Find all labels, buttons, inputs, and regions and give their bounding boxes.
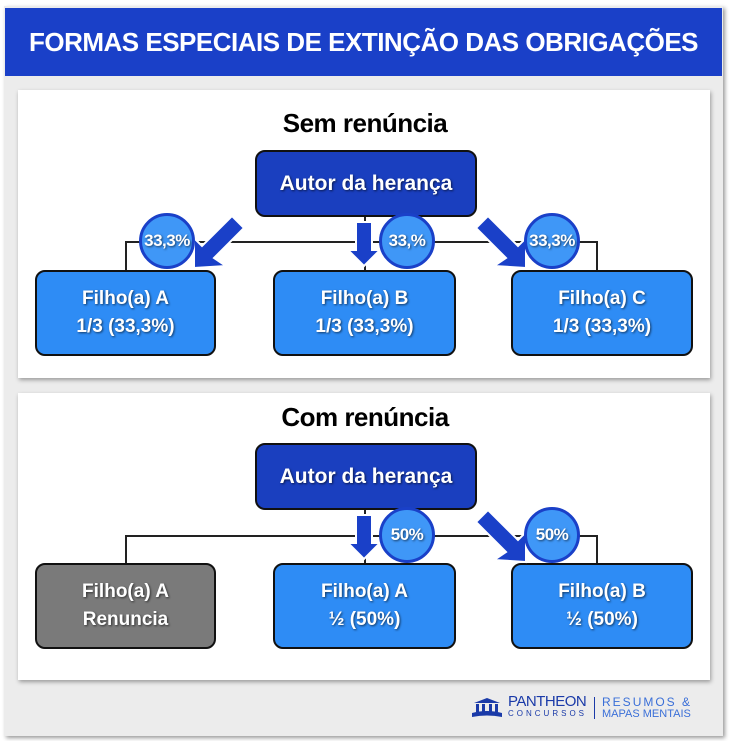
logo-sub: CONCURSOS [508,709,588,718]
percent-badge: 33,3% [139,213,195,269]
autor-label: Autor da herança [279,171,453,195]
child-share: 1/3 (33,3%) [76,316,175,337]
percent-badge: 33,3% [524,213,580,269]
logo-tag1: RESUMOS & [602,695,693,709]
child-share: 1/3 (33,3%) [315,316,414,337]
child-name: Filho(a) A [82,581,169,602]
child-node-c: Filho(a) C 1/3 (33,3%) [511,270,693,356]
connector-line [125,535,127,564]
child-share: 1/3 (33,3%) [552,316,652,337]
connector-line [596,535,598,564]
autor-node: Autor da herança [255,443,477,510]
page-title: FORMAS ESPECIAIS DE EXTINÇÃO DAS OBRIGAÇ… [5,8,722,76]
renunciante-node: Filho(a) A Renuncia [35,563,216,649]
section-title-com: Com renúncia [281,402,449,432]
child-node-a: Filho(a) A 1/3 (33,3%) [35,270,216,356]
renuncia-label: Renuncia [82,609,169,630]
percent-badge: 50% [379,507,435,563]
connector-line [364,215,366,270]
child-name: Filho(a) A [82,288,169,309]
section-title-sem: Sem renúncia [282,108,448,138]
child-node-a: Filho(a) A ½ (50%) [273,563,456,649]
child-node-b: Filho(a) B 1/3 (33,3%) [273,270,456,356]
child-name: Filho(a) B [558,581,646,602]
pantheon-logo: PANTHEON CONCURSOS RESUMOS & MAPAS MENTA… [470,693,693,720]
percent-badge: 50% [524,507,580,563]
autor-label: Autor da herança [279,464,453,488]
connector-line [596,241,598,271]
logo-divider [594,697,596,719]
child-name: Filho(a) C [558,288,646,309]
child-node-b: Filho(a) B ½ (50%) [511,563,693,649]
child-name: Filho(a) A [321,581,408,602]
autor-node: Autor da herança [255,150,477,217]
pantheon-temple-icon [472,698,502,717]
logo-tag2: MAPAS MENTAIS [602,708,691,720]
child-share: ½ (50%) [566,609,638,630]
connector-line [125,241,127,271]
logo-brand: PANTHEON [508,693,587,710]
child-name: Filho(a) B [320,288,409,309]
connector-line [364,508,366,564]
child-share: ½ (50%) [328,609,401,630]
percent-badge: 33,% [379,213,435,269]
